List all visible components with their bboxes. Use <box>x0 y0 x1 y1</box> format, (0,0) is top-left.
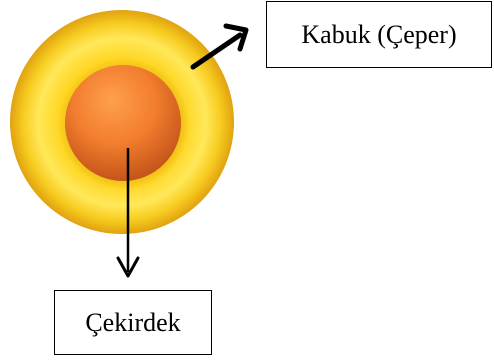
core-sphere <box>65 65 181 181</box>
core-arrow <box>116 148 140 278</box>
core-label: Çekirdek <box>85 307 181 337</box>
shell-arrow <box>190 23 249 70</box>
core-label-box: Çekirdek <box>54 290 212 355</box>
shell-label: Kabuk (Çeper) <box>301 19 457 49</box>
shell-label-box: Kabuk (Çeper) <box>266 1 492 68</box>
